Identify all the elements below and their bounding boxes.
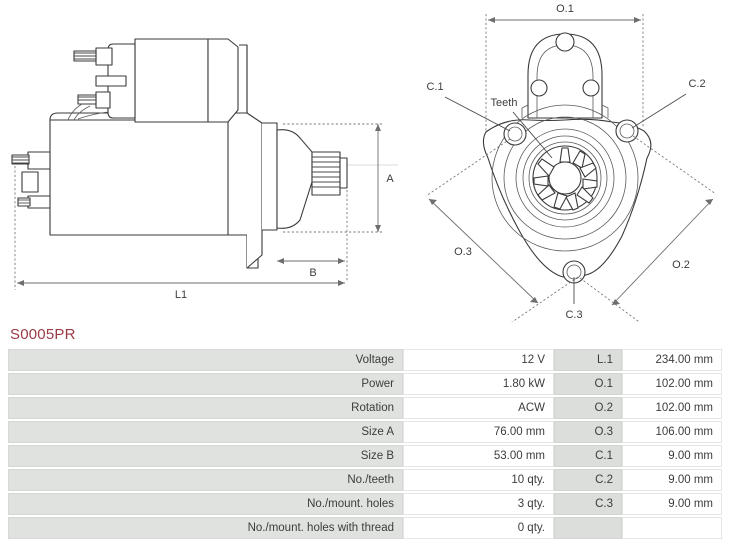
spec-cell-dim: 9.00 mm — [622, 469, 722, 491]
spec-cell-value: 10 qty. — [403, 469, 554, 491]
spec-cell-value: ACW — [403, 397, 554, 419]
solenoid-strap-a — [67, 103, 83, 121]
spec-cell-value: 3 qty. — [403, 493, 554, 515]
spec-cell-code: C.1 — [554, 445, 622, 467]
spec-cell-label: Power — [8, 373, 403, 395]
callout-c2: C.2 — [631, 78, 706, 129]
dimension-b: B — [277, 190, 348, 282]
motor-body-top-edge — [49, 112, 228, 121]
spec-cell-value: 76.00 mm — [403, 421, 554, 443]
callout-c2-label: C.2 — [688, 78, 705, 90]
spec-cell-dim — [622, 517, 722, 539]
spec-cell-label: No./mount. holes with thread — [8, 517, 403, 539]
spec-cell-code: C.3 — [554, 493, 622, 515]
spec-cell-dim: 9.00 mm — [622, 445, 722, 467]
spec-cell-label: Size A — [8, 421, 403, 443]
starter-end-view-drawing: O.1 O.3 O.2 C.1 C.2 — [425, 3, 717, 322]
starter-side-view-drawing: A B L1 — [11, 38, 398, 301]
technical-drawings: A B L1 — [11, 3, 717, 322]
solenoid-end-outline — [521, 32, 609, 119]
dimension-o3-label: O.3 — [454, 246, 472, 258]
callout-c3-label: C.3 — [565, 309, 582, 321]
motor-body — [49, 119, 229, 236]
terminal-base-upper — [95, 47, 113, 66]
callout-c1-label: C.1 — [426, 81, 443, 93]
solenoid-left-hole — [530, 79, 548, 97]
spec-cell-dim: 102.00 mm — [622, 373, 722, 395]
bell-housing-mid — [503, 116, 627, 240]
callout-teeth-label: Teeth — [491, 97, 518, 109]
pinion-boss-outer — [522, 135, 608, 221]
spec-cell-code: O.1 — [554, 373, 622, 395]
dimension-l1-label: L1 — [175, 289, 187, 301]
spec-cell-dim: 9.00 mm — [622, 493, 722, 515]
pinion-boss-inner — [528, 141, 602, 215]
spec-cell-code: O.2 — [554, 397, 622, 419]
solenoid-strap-b — [73, 105, 91, 121]
mount-hole-c2 — [615, 119, 639, 143]
spec-cell-label: Size B — [8, 445, 403, 467]
spec-cell-value: 0 qty. — [403, 517, 554, 539]
terminal-stud-lower — [77, 94, 97, 105]
dimension-o2-label: O.2 — [672, 259, 690, 271]
dimension-a: A — [283, 123, 394, 233]
spec-cell-dim: 234.00 mm — [622, 349, 722, 371]
callout-c1: C.1 — [426, 81, 511, 132]
solenoid-tab — [95, 75, 127, 87]
spec-cell-dim: 102.00 mm — [622, 397, 722, 419]
drive-nose-cone — [276, 129, 313, 229]
spec-cell-label: No./mount. holes — [8, 493, 403, 515]
mount-hole-c1 — [503, 122, 527, 146]
bell-housing-outer — [491, 104, 639, 252]
spec-cell-value: 12 V — [403, 349, 554, 371]
dimension-o1: O.1 — [485, 3, 644, 132]
nose-cone-shoulder — [299, 137, 313, 153]
spec-cell-value: 1.80 kW — [403, 373, 554, 395]
callout-teeth: Teeth — [491, 97, 553, 159]
dimension-a-label: A — [386, 173, 394, 185]
spec-cell-code: O.3 — [554, 421, 622, 443]
pinion-gear — [311, 151, 348, 196]
solenoid-lead — [77, 111, 109, 120]
spec-cell-code: L.1 — [554, 349, 622, 371]
solenoid-right-hole — [582, 79, 600, 97]
spec-cell-code: C.2 — [554, 469, 622, 491]
terminal-stud-upper — [73, 50, 97, 62]
solenoid-top-hole — [555, 32, 575, 52]
spec-cell-value: 53.00 mm — [403, 445, 554, 467]
callout-c3: C.3 — [565, 277, 583, 321]
spec-cell-dim: 106.00 mm — [622, 421, 722, 443]
dimension-l1: L1 — [14, 166, 345, 301]
pinion-teeth-ring — [532, 145, 598, 211]
dimension-o3: O.3 — [425, 138, 579, 322]
bell-housing-inner — [515, 128, 615, 228]
spec-cell-label: No./teeth — [8, 469, 403, 491]
dimension-o2: O.2 — [579, 135, 717, 322]
dimension-b-label: B — [309, 267, 316, 279]
spec-cell-label: Rotation — [8, 397, 403, 419]
solenoid-assembly — [67, 38, 239, 123]
drive-housing-collar — [262, 122, 278, 231]
commutator-end-studs — [11, 151, 51, 209]
housing-flange-profile — [246, 45, 263, 269]
spec-cell-code — [554, 517, 622, 539]
page-title: S0005PR — [10, 326, 76, 343]
dimension-o1-label: O.1 — [556, 3, 574, 15]
terminal-base-lower — [95, 91, 111, 109]
spec-cell-label: Voltage — [8, 349, 403, 371]
